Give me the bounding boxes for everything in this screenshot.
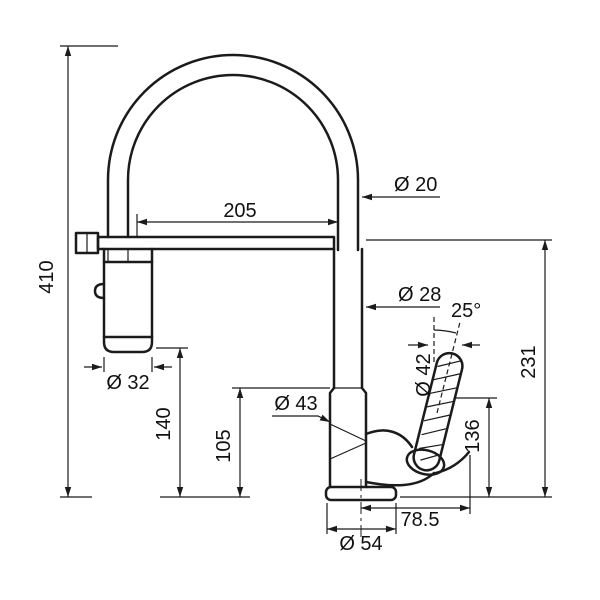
dim-handle-top-height: 136 bbox=[456, 397, 497, 497]
body-detail bbox=[329, 423, 367, 460]
dim-spray-head-diameter-label: Ø 32 bbox=[106, 372, 149, 394]
spray-button bbox=[93, 282, 106, 300]
dim-spout-reach-label: 205 bbox=[223, 200, 256, 222]
dim-spout-height: 231 bbox=[366, 239, 552, 498]
dim-column-diameter: Ø 28 bbox=[366, 284, 441, 311]
dim-handle-angle: 25° bbox=[433, 300, 481, 414]
spray-head-tube-lines bbox=[107, 248, 129, 263]
dim-column-diameter-label: Ø 28 bbox=[398, 284, 441, 306]
spray-head bbox=[102, 247, 154, 354]
faucet-outline bbox=[74, 53, 471, 502]
column bbox=[332, 247, 364, 390]
dim-overall-height: 410 bbox=[36, 45, 118, 498]
dimension-annotations: 205 Ø 20 410 Ø 28 25° bbox=[36, 45, 552, 555]
dim-overall-height-label: 410 bbox=[36, 260, 58, 293]
dim-handle-angle-label: 25° bbox=[451, 300, 481, 322]
dim-base-diameter: Ø 54 bbox=[326, 503, 397, 555]
dim-handle-diameter-label: Ø 42 bbox=[413, 353, 435, 396]
dim-hose-diameter: Ø 20 bbox=[362, 174, 440, 201]
handle-joint-top bbox=[364, 429, 414, 449]
dim-body-diameter: Ø 43 bbox=[272, 393, 331, 423]
dim-spout-height-label: 231 bbox=[518, 345, 540, 378]
handle-boss bbox=[405, 448, 446, 476]
dim-handle-diameter: Ø 42 bbox=[408, 341, 480, 397]
dim-spray-head-height-label: 140 bbox=[153, 407, 175, 440]
dim-base-diameter-label: Ø 54 bbox=[339, 533, 382, 555]
spout-arch-inner bbox=[126, 73, 340, 252]
dim-spout-reach: 205 bbox=[136, 200, 338, 236]
dim-outlet-height-label: 105 bbox=[213, 429, 235, 462]
dim-outlet-height: 105 bbox=[213, 387, 330, 497]
support-bar bbox=[96, 235, 336, 251]
dim-body-diameter-label: Ø 43 bbox=[274, 393, 317, 415]
dim-spray-head-height: 140 bbox=[153, 347, 250, 498]
handle-joint-bottom bbox=[364, 471, 436, 487]
body bbox=[328, 386, 368, 489]
dim-handle-reach: 78.5 bbox=[361, 455, 471, 531]
dim-hose-diameter-label: Ø 20 bbox=[394, 174, 437, 196]
dim-handle-reach-label: 78.5 bbox=[401, 509, 440, 531]
dim-handle-top-height-label: 136 bbox=[462, 419, 484, 452]
dim-spray-head-diameter: Ø 32 bbox=[84, 357, 172, 394]
spout-arch-outer bbox=[106, 53, 360, 252]
